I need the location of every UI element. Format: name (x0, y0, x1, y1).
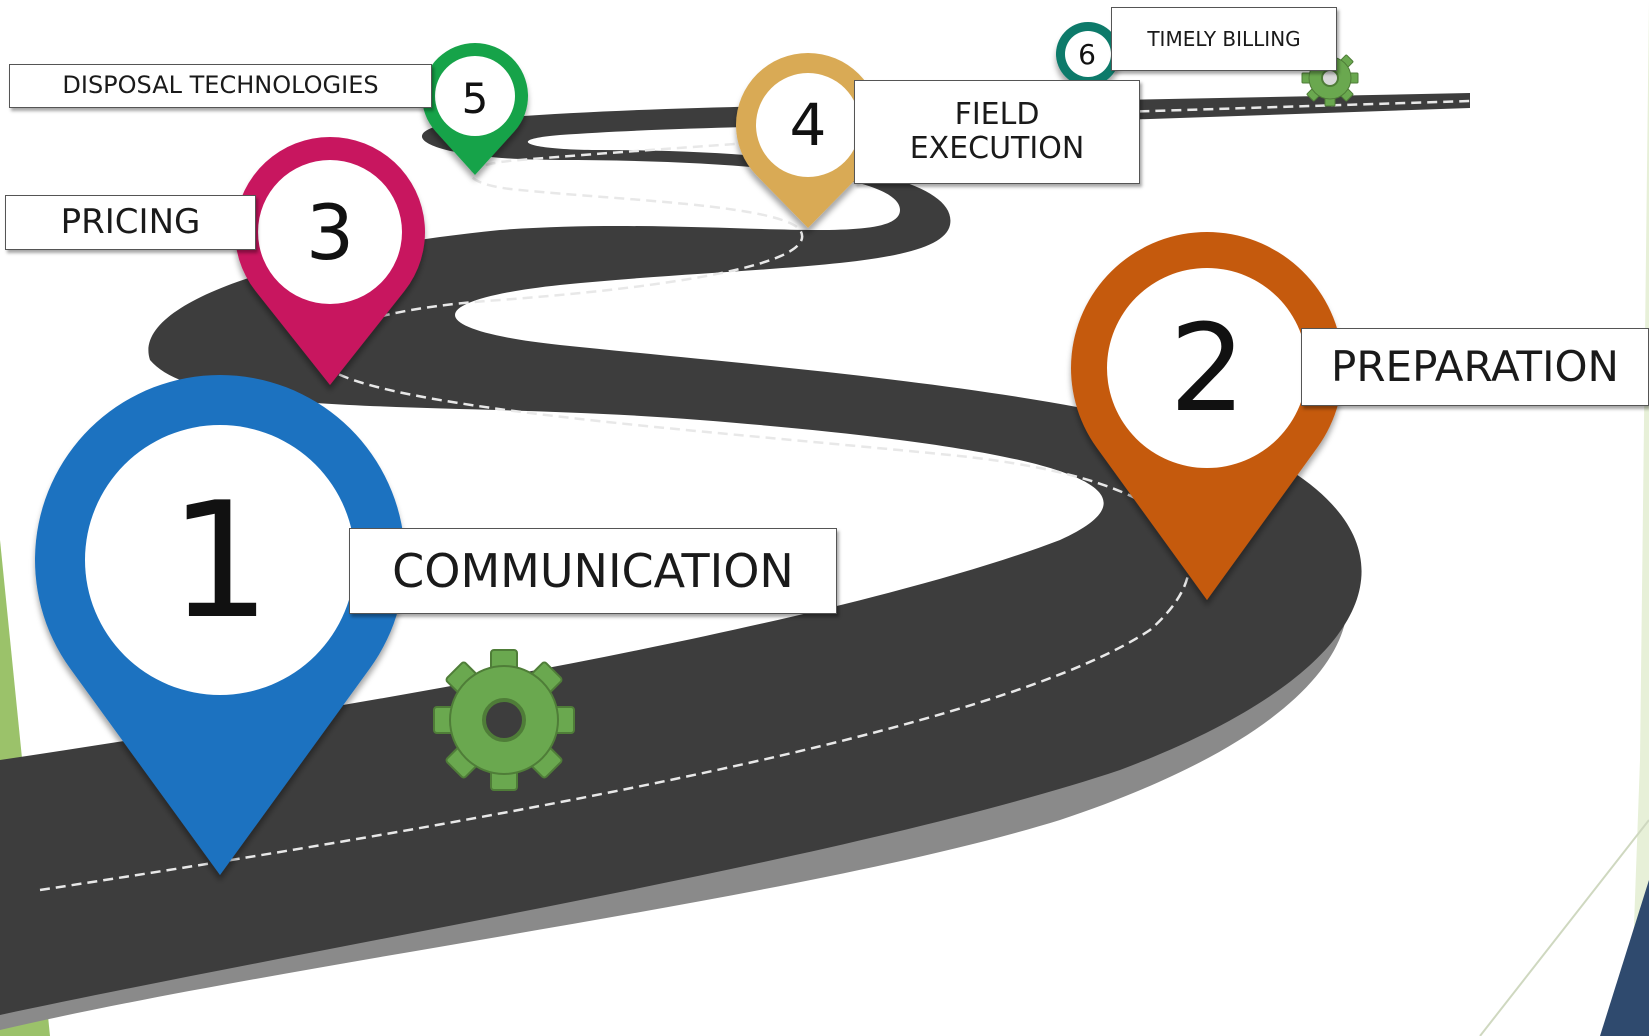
right-green-accent (1630, 0, 1649, 1036)
map-pin-icon (1071, 232, 1343, 600)
step-4-label: FIELD EXECUTION (854, 80, 1140, 184)
step-6-label: TIMELY BILLING (1111, 7, 1337, 71)
step-6-number: 6 (1078, 37, 1096, 71)
step-3-label: PRICING (5, 195, 256, 250)
gear-icon (433, 649, 575, 791)
map-pin-icon (1056, 22, 1120, 95)
map-pin-icon (422, 42, 528, 176)
gear-icon (1301, 49, 1359, 107)
step-1-number: 1 (169, 466, 271, 654)
right-navy-accent (1600, 880, 1649, 1036)
step-1-label: COMMUNICATION (349, 528, 837, 614)
step-2-label: PREPARATION (1301, 328, 1649, 406)
step-2-number: 2 (1169, 300, 1246, 439)
right-divider-line (1479, 819, 1649, 1036)
step-4-number: 4 (789, 91, 827, 159)
step-5-number: 5 (461, 73, 489, 123)
map-pin-icon (34, 375, 405, 875)
step-5-label: DISPOSAL TECHNOLOGIES (9, 64, 432, 108)
step-3-number: 3 (305, 187, 355, 277)
map-pin-icon (235, 137, 425, 385)
road-center-line (39, 99, 1471, 892)
map-pin-icon (735, 52, 881, 228)
